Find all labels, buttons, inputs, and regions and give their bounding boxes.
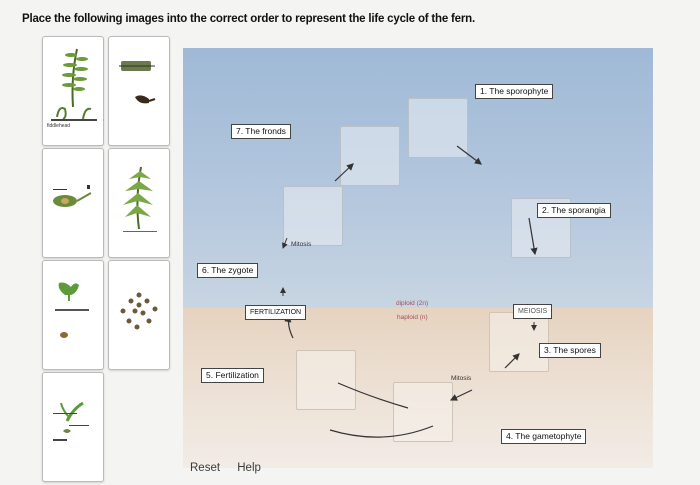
drop-zone-1[interactable]: [340, 126, 400, 186]
drop-zone-6[interactable]: [296, 350, 356, 410]
drop-zone-5[interactable]: [489, 312, 549, 372]
drop-zone-3[interactable]: [283, 186, 343, 246]
haploid-label: haploid (n): [397, 314, 428, 321]
fern-frond-icon: [123, 166, 157, 232]
label-sporophyte[interactable]: 1. The sporophyte: [475, 84, 554, 99]
instructions: Place the following images into the corr…: [22, 13, 475, 25]
tag-meiosis: MEIOSIS: [513, 304, 553, 319]
fern-fiddlehead-icon: [51, 48, 97, 121]
image-tray: fiddlehead: [38, 33, 176, 482]
label-fertilization[interactable]: 5. Fertilization: [201, 368, 264, 383]
card-sporophyte-young[interactable]: [108, 36, 170, 146]
reset-button[interactable]: Reset: [190, 462, 221, 474]
card-sprout[interactable]: [42, 372, 104, 482]
help-button[interactable]: Help: [237, 462, 261, 474]
spores-icon: [120, 292, 158, 330]
label-gametophyte[interactable]: 4. The gametophyte: [501, 429, 587, 444]
diploid-region: [183, 48, 653, 308]
life-cycle-board: 1. The sporophyte 7. The fronds 2. The s…: [183, 48, 653, 468]
sprout-icon: [53, 401, 89, 441]
label-spores[interactable]: 3. The spores: [539, 343, 601, 358]
drop-zone-7[interactable]: [393, 382, 453, 442]
card-fern-frond[interactable]: [108, 148, 170, 258]
young-sporophyte-icon: [119, 61, 156, 104]
tag-fertilization: FERTILIZATION: [245, 305, 307, 320]
gametophyte-icon: [55, 282, 89, 338]
mitosis-label-top: Mitosis: [291, 241, 312, 248]
sorus-icon: [53, 185, 92, 207]
drop-zone-2[interactable]: [408, 98, 468, 158]
mitosis-label-bottom: Mitosis: [451, 375, 472, 382]
diploid-label: diploid (2n): [396, 300, 429, 307]
card-gametophyte[interactable]: [42, 260, 104, 370]
card-fiddlehead[interactable]: fiddlehead: [42, 36, 104, 146]
button-bar: Reset Help: [190, 462, 275, 474]
label-fronds[interactable]: 7. The fronds: [231, 124, 291, 139]
card-sorus[interactable]: [42, 148, 104, 258]
cycle-arrows: [280, 145, 538, 438]
card-spores[interactable]: [108, 260, 170, 370]
label-sporangia[interactable]: 2. The sporangia: [537, 203, 611, 218]
fiddlehead-caption: fiddlehead: [47, 123, 71, 129]
label-zygote[interactable]: 6. The zygote: [197, 263, 259, 278]
